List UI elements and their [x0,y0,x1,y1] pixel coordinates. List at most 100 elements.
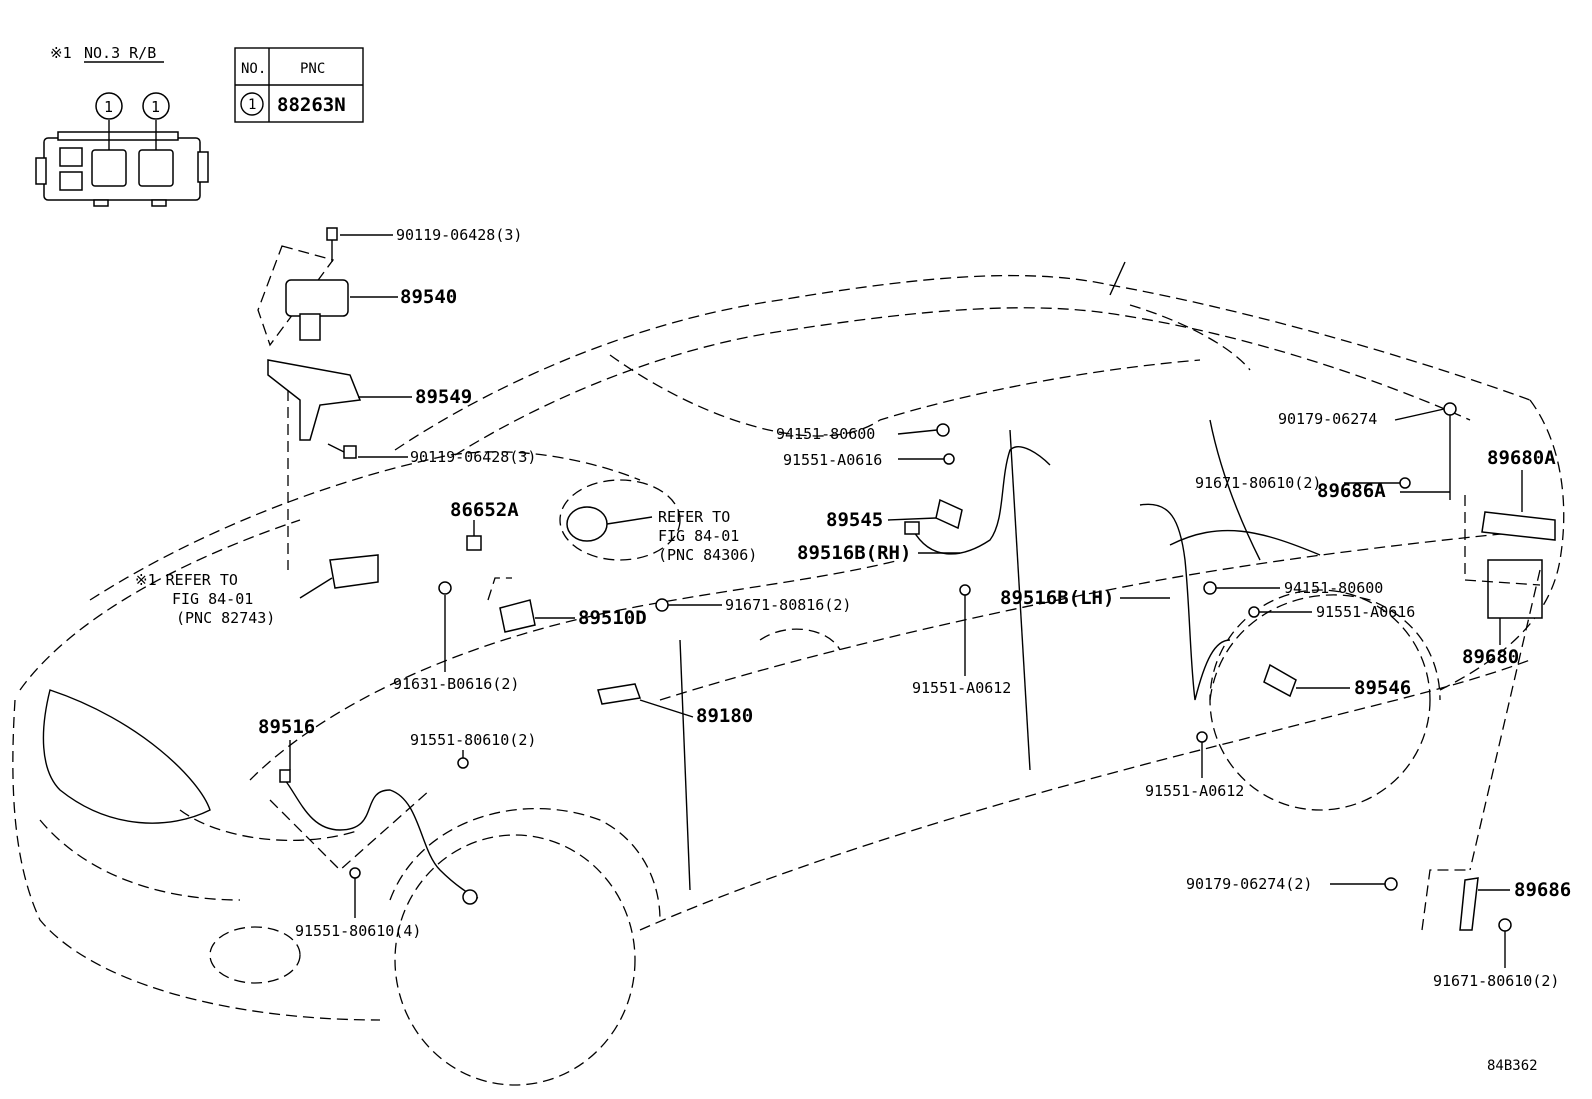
car-front-bumper [12,699,381,1021]
car-mirror [759,628,841,651]
car-hood-front [89,451,641,601]
label-89680[interactable]: 89680 [1462,646,1519,668]
harness-89516 [284,779,479,899]
label-91551-A0616-right[interactable]: 91551-A0616 [1316,603,1415,621]
relay-block-left-tab [35,157,47,185]
car-hood-edge [19,519,301,691]
car-front-wheelarch [389,808,661,921]
ref-84306-line2: FIG 84-01 [658,527,739,545]
bolt-91671-80816 [655,598,669,612]
relay-foot-2 [151,199,167,207]
label-90119-top[interactable]: 90119-06428(3) [396,226,522,244]
pnc-header-no: NO. [241,61,266,77]
label-89549[interactable]: 89549 [415,386,472,408]
label-91671-80610-bot[interactable]: 91671-80610(2) [1433,972,1559,990]
label-89680A[interactable]: 89680A [1487,447,1556,469]
connector-89516 [279,769,291,783]
relay-slot-small-2 [59,171,83,191]
label-91551-80610-2[interactable]: 91551-80610(2) [410,731,536,749]
label-91551-80610-4[interactable]: 91551-80610(4) [295,922,421,940]
harness-89516B-LH [1139,503,1231,701]
car-beltline [659,529,1541,701]
label-89545[interactable]: 89545 [826,509,883,531]
relay-slot-1a [91,149,127,187]
callout-num-1b: 1 [151,98,160,116]
harness-89516B-RH [912,446,1051,555]
car-front-wheel [394,834,636,1086]
car-rear-wheelarch [1209,594,1441,701]
pnc-table: NO. PNC 1 88263N [234,47,364,123]
label-89516B-LH[interactable]: 89516B(LH) [1000,587,1114,609]
figure-id: 84B362 [1487,1058,1538,1074]
label-89516B-RH[interactable]: 89516B(RH) [797,542,911,564]
car-rocker [639,659,1531,931]
pnc-row-pnc: 88263N [277,94,346,116]
label-plate-89680A [1481,511,1556,541]
bolt-91551-80610-4 [349,867,361,879]
sensor-86652A [466,535,482,551]
label-90119-bot[interactable]: 90119-06428(3) [410,448,536,466]
bolt-91671-80610-bot [1498,918,1512,932]
car-rear-end [1439,399,1565,691]
note-text: NO.3 R/B [84,44,156,62]
label-94151-top[interactable]: 94151-80600 [776,425,875,443]
ref-84306-line1: REFER TO [658,508,730,526]
ref-82743-line3: (PNC 82743) [176,609,275,627]
label-91671-80610-top[interactable]: 91671-80610(2) [1195,474,1321,492]
label-89686[interactable]: 89686 [1514,879,1571,901]
label-86652A[interactable]: 86652A [450,499,519,521]
label-89686A[interactable]: 89686A [1317,480,1386,502]
label-94151-right[interactable]: 94151-80600 [1284,579,1383,597]
bolt-91631 [438,581,452,595]
callout-circle-1b [142,92,170,120]
car-c-pillar [1209,419,1261,561]
relay-block-top-lip [57,131,179,141]
label-91551-A0616-top[interactable]: 91551-A0616 [783,451,882,469]
pnc-header-pnc: PNC [300,61,325,77]
car-b-pillar [1009,429,1031,771]
nut-94151-right [1203,581,1217,595]
actuator-89540 [285,279,349,317]
ref-note-82743: ※1 REFER TO FIG 84-01 (PNC 82743) [135,571,333,627]
clock-spring-84306 [566,506,608,542]
ecu-89680 [1487,559,1543,619]
bolt-91551-A0612-right [1196,731,1208,743]
relay-block-drawing: 1 1 [35,92,209,207]
relay-slot-1b [138,149,174,187]
ref-note-84306: REFER TO FIG 84-01 (PNC 84306) [606,508,757,564]
label-91551-A0612-mid[interactable]: 91551-A0612 [912,679,1011,697]
actuator-phantom [257,245,335,347]
callout-circle-1a [95,92,123,120]
label-89546[interactable]: 89546 [1354,677,1411,699]
car-hood-shoulder [249,559,901,781]
relay-slot-small-1 [59,147,83,167]
bolt-91551-80610-2 [457,757,469,769]
sensor-89546 [1263,663,1297,698]
callout-num-1a: 1 [104,98,113,116]
bracket-89686-phantom-link [1469,569,1541,871]
label-89540[interactable]: 89540 [400,286,457,308]
sensor-89180 [597,683,642,705]
pnc-row-no: 1 [248,97,256,113]
nut-90179-top [1443,402,1457,416]
part-labels: 90119-06428(3) 89540 89549 90119-06428(3… [258,226,1571,990]
label-91631[interactable]: 91631-B0616(2) [393,675,519,693]
label-90179-top[interactable]: 90179-06274 [1278,410,1377,428]
label-91551-A0612-right[interactable]: 91551-A0612 [1145,782,1244,800]
ref-82743-leader [299,577,333,599]
bracket-89549 [267,359,362,441]
bolt-91551-A0612-mid [959,584,971,596]
sensor-89510D [499,599,536,633]
label-89516[interactable]: 89516 [258,716,315,738]
bolt-90119-bot [327,443,357,459]
harness-89516-phantom [269,789,431,871]
sensor-89545 [935,498,963,530]
component-sketches [257,227,1556,932]
label-89180[interactable]: 89180 [696,705,753,727]
relay-block-right-tab [197,151,209,183]
label-91671-80816[interactable]: 91671-80816(2) [725,596,851,614]
label-90179-bot[interactable]: 90179-06274(2) [1186,875,1312,893]
label-89510D[interactable]: 89510D [578,607,647,629]
bolt-91551-A0616-top [943,453,955,465]
